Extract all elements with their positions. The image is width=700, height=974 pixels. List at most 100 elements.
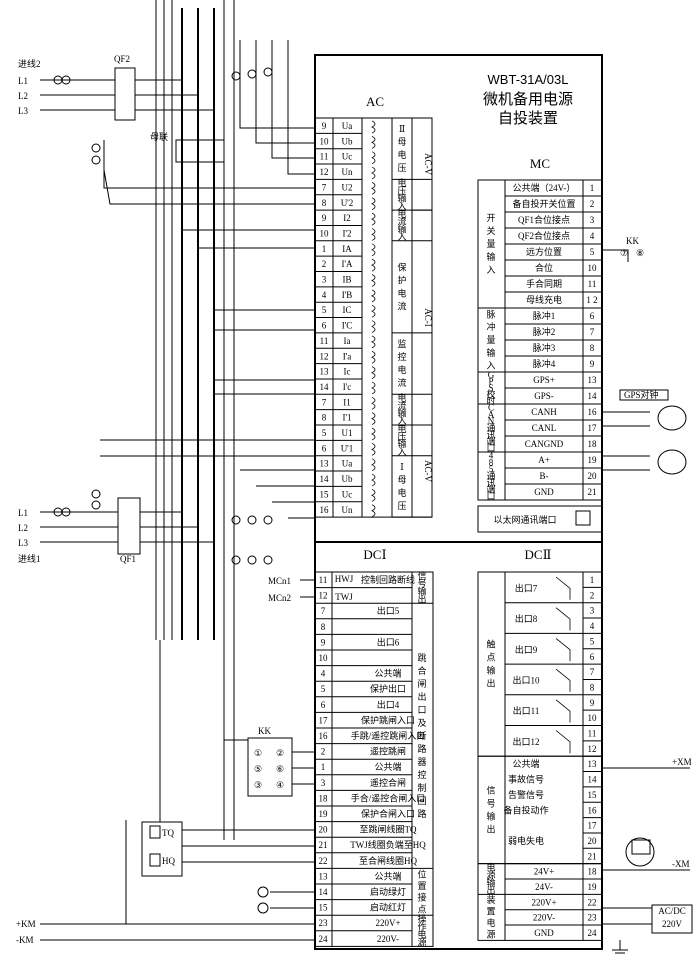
coil-symbol — [371, 366, 376, 379]
ac-group-label-char: Ⅰ — [400, 462, 404, 472]
dc1-signal-label: 220V- — [377, 934, 399, 944]
dc1-pin-number: 8 — [321, 622, 326, 632]
ac-group-label-char: Ⅱ — [399, 124, 405, 134]
ac-pin-number: 11 — [320, 152, 329, 162]
dc2-pin-number: 24 — [588, 928, 598, 938]
mcn2-label: MCn2 — [268, 593, 291, 603]
dc2-signal-group-char: 输 — [486, 810, 495, 821]
dc1-side-label-char: 号 — [417, 579, 426, 589]
device-name-1: 微机备用电源 — [483, 91, 573, 108]
mc-signal-label: B- — [540, 471, 549, 481]
dc1-side-label-char: 操 — [417, 913, 426, 924]
dc1-signal-label: 至合闸线圈HQ — [359, 855, 417, 866]
twj-label: TWJ — [335, 592, 353, 602]
dc1-pin-number: 7 — [321, 606, 326, 616]
contact-symbol — [555, 699, 571, 723]
dc2-pin-number: 11 — [588, 729, 597, 739]
mc-pin-number: 4 — [590, 231, 595, 241]
ac-signal-name: I'B — [342, 290, 353, 300]
dc2-pin-number: 7 — [590, 667, 595, 677]
dc1-signal-label: 启动绿灯 — [370, 886, 406, 897]
ac-pin-number: 12 — [320, 167, 329, 177]
dc2-pin-number: 19 — [588, 882, 598, 892]
coil-symbol — [371, 166, 376, 180]
dc2-pin-number: 15 — [588, 790, 598, 800]
ac-pin-number: 3 — [322, 275, 327, 285]
coil-symbol — [371, 412, 376, 426]
mc-group-label-char: 时 — [486, 395, 495, 406]
mc-signal-label: A+ — [538, 455, 550, 465]
dc1-side-label-char: 信 — [417, 570, 426, 581]
mc-group-label-char: 开 — [486, 213, 495, 223]
coil-symbol — [371, 304, 376, 318]
mc-group-label-char: 入 — [486, 361, 495, 371]
coil-symbol — [371, 504, 376, 518]
dc2-power-label: 24V+ — [534, 867, 555, 877]
ac-signal-name: U1 — [342, 428, 353, 438]
dc2-contact-group-char: 输 — [486, 665, 495, 676]
mc-pin-number: 7 — [590, 327, 595, 337]
dc2-signal-label: 备自投动作 — [503, 804, 548, 815]
ac-pin-number: 15 — [320, 489, 330, 499]
dc1-pin-number: 1 — [321, 762, 326, 772]
mc-signal-label: 脉冲3 — [533, 342, 556, 353]
ac-pin-number: 5 — [322, 428, 327, 438]
phase-l1-bottom: L1 — [18, 508, 28, 518]
mc-group-label-char: 关 — [486, 225, 495, 236]
dc2-power-label: 24V- — [535, 882, 553, 892]
dc1-side-label-char: 口 — [417, 705, 426, 715]
ac-group-label-char: 入 — [397, 447, 406, 457]
mc-signal-label: QF2合位接点 — [518, 230, 570, 241]
dc1-side-label-char: 点 — [417, 904, 426, 914]
dc2-pin-number: 20 — [588, 836, 598, 846]
coil-symbol — [371, 320, 376, 333]
mc-pin-number: 2 — [590, 199, 595, 209]
ac-group-label-char: 压 — [397, 432, 406, 442]
mc-pin-number: 19 — [588, 455, 598, 465]
dc2-pin-number: 17 — [588, 821, 598, 831]
buscoupler-label: 母联 — [150, 132, 168, 142]
ac-signal-name: I2 — [343, 213, 351, 223]
mc-signal-label: 远方位置 — [526, 246, 562, 257]
phase-l1-top: L1 — [18, 76, 28, 86]
ac-signal-name: I'C — [342, 321, 353, 331]
dc2-psu-out-group-char: 源 — [486, 870, 495, 880]
ac-pin-number: 10 — [320, 228, 330, 238]
mc-group-label-char: N — [488, 416, 495, 426]
hwj-label: HWJ — [335, 574, 354, 584]
kk-pos-4: ④ — [276, 780, 284, 790]
dc2-terminal-block: 触点输出出口712出口834出口956出口1078出口11910出口121112… — [477, 571, 603, 941]
coil-symbol — [371, 151, 376, 165]
dc1-pin-number: 2 — [321, 747, 326, 757]
coil-symbol — [371, 396, 376, 410]
dc1-signal-label: 公共端 — [374, 761, 401, 772]
ac-signal-name: U'2 — [341, 198, 354, 208]
dc2-signal-group-char: 信 — [486, 784, 495, 795]
dc2-signal-label: 公共端 — [512, 758, 539, 769]
coil-symbol — [371, 381, 376, 395]
mc-pin-number: 20 — [588, 471, 598, 481]
mc-group-label-char: 通 — [486, 423, 495, 433]
ac-signal-name: Ua — [342, 121, 353, 131]
mc-heading: MC — [530, 156, 550, 171]
coil-symbol — [371, 197, 376, 211]
coil-symbol — [371, 473, 376, 487]
coil-symbol — [371, 135, 376, 149]
mc-group-label-char: 通 — [486, 471, 495, 481]
ac-pin-number: 16 — [320, 505, 330, 515]
phase-l3-bottom: L3 — [18, 538, 28, 548]
contact-symbol — [555, 576, 571, 600]
ac-signal-name: IA — [342, 244, 352, 254]
mc-group-label-char: 入 — [486, 265, 495, 275]
dc2-signal-label: 弱电失电 — [508, 835, 544, 846]
mc-pin-number: 8 — [590, 343, 595, 353]
ac-group-label-char: 输 — [397, 223, 406, 234]
mc-signal-label: 合位 — [535, 262, 553, 273]
plus-xm-label: +XM — [672, 757, 692, 767]
